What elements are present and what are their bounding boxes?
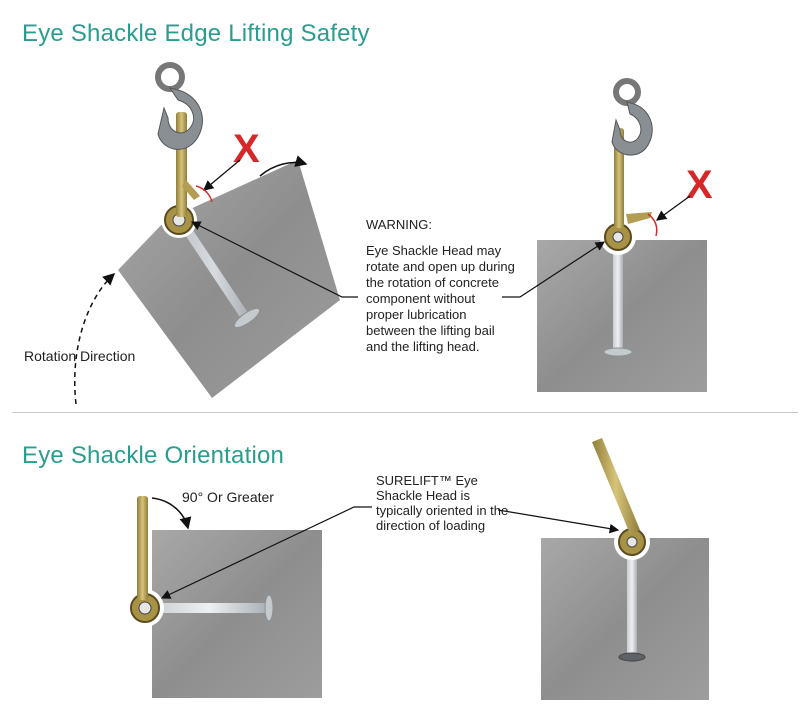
orientation-concrete-left (152, 530, 322, 698)
warning-title: WARNING: (366, 217, 432, 232)
lifting-bail-angled (592, 438, 640, 534)
rotation-direction-arrow (74, 272, 116, 405)
orientation-leader-left (160, 506, 372, 599)
x-pointer-right (655, 195, 691, 221)
section-divider (12, 412, 798, 413)
opening-angle-left (195, 185, 213, 203)
vertical-anchor-2 (618, 552, 646, 662)
angle-arc-90 (151, 497, 192, 530)
orientation-note: SURELIFT™ Eye Shackle Head is typically … (376, 473, 509, 533)
angle-label: 90° Or Greater (182, 489, 274, 505)
section-title-orientation: Eye Shackle Orientation (22, 442, 285, 469)
warning-text: Eye Shackle Head may rotate and open up … (366, 243, 515, 354)
rotation-direction-label: Rotation Direction (24, 348, 136, 364)
orientation-concrete-right (541, 538, 709, 700)
eye-shackle-head-vertical (600, 219, 636, 255)
rotated-anchor (177, 217, 261, 329)
crane-hook-right (611, 78, 653, 156)
warning-leader-left (190, 221, 358, 298)
x-mark-left: X (233, 127, 260, 171)
section-title-edge-lifting: Eye Shackle Edge Lifting Safety (22, 20, 370, 47)
eye-shackle-head-horizontal (126, 589, 164, 627)
x-mark-right: X (686, 163, 713, 207)
opening-angle-right (647, 213, 658, 237)
horizontal-anchor (150, 594, 274, 622)
rotation-arrow-top (259, 155, 308, 177)
x-pointer-left (203, 159, 241, 191)
lifting-bail-vertical (137, 496, 148, 600)
warning-leader-right (502, 241, 606, 298)
crane-hook-left (155, 62, 203, 150)
orientation-leader-right (497, 509, 620, 534)
vertical-anchor (603, 245, 633, 357)
